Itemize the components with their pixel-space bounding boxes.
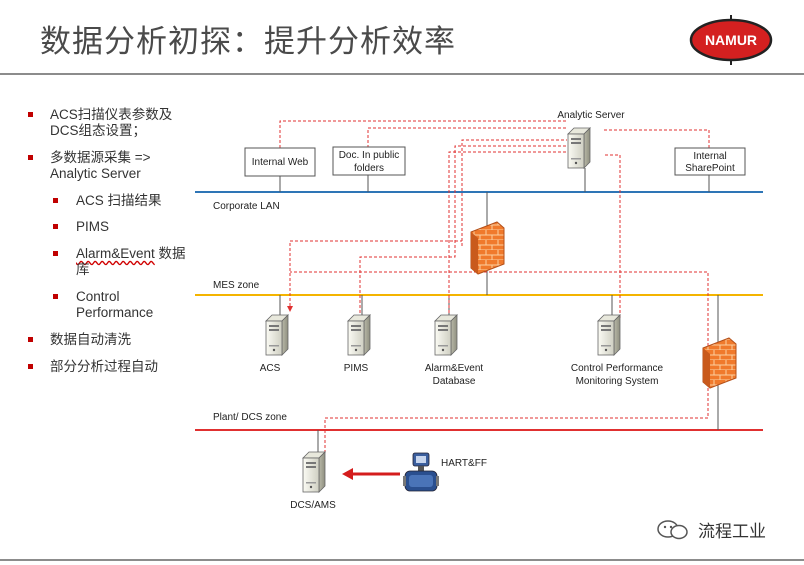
cpms-label: Control Performance bbox=[571, 363, 664, 374]
alarm-event-label: Database bbox=[433, 376, 476, 387]
dcs-server-icon bbox=[302, 451, 326, 493]
namur-logo bbox=[689, 15, 773, 65]
bullet-item: 数据自动清洗 bbox=[28, 332, 131, 348]
sub-bullet-item: PIMS bbox=[53, 219, 109, 235]
internal-web-box bbox=[244, 147, 316, 177]
solid-connectors bbox=[279, 168, 719, 455]
bullet-text: Alarm&Event bbox=[76, 246, 155, 261]
doc-folders-box bbox=[332, 146, 406, 176]
bullet-marker bbox=[28, 337, 33, 342]
bullet-text: Performance bbox=[76, 305, 154, 320]
pims-label: PIMS bbox=[344, 363, 369, 374]
bullet-text: DCS组态设置； bbox=[50, 123, 147, 138]
bullet-marker bbox=[53, 251, 58, 256]
corporate-lan-label: Corporate LAN bbox=[213, 201, 280, 212]
doc-folders-label: folders bbox=[354, 163, 384, 174]
mes-zone-label: MES zone bbox=[213, 280, 260, 291]
sub-bullet-item: ACS 扫描结果 bbox=[53, 193, 162, 209]
firewall-icon bbox=[702, 337, 737, 389]
bullet-item: 多数据源采集 => Analytic Server bbox=[28, 150, 151, 182]
cpms-server-icon bbox=[597, 314, 621, 356]
header-divider bbox=[0, 73, 804, 75]
bullet-marker bbox=[53, 224, 58, 229]
hart-ff-label: HART&FF bbox=[441, 458, 487, 469]
bullet-text: 数据自动清洗 bbox=[50, 332, 131, 347]
sub-bullet-item: Alarm&Event 数据 库 bbox=[53, 246, 186, 278]
bullet-marker bbox=[28, 112, 33, 117]
namur-logo-text: NAMUR bbox=[704, 32, 758, 48]
bullet-marker bbox=[53, 294, 58, 299]
acs-arrowhead bbox=[287, 306, 293, 312]
bullet-text: 多数据源采集 => bbox=[50, 150, 151, 165]
bullet-list: ACS扫描仪表参数及 DCS组态设置； 多数据源采集 => Analytic S… bbox=[0, 0, 200, 400]
bullet-item: ACS扫描仪表参数及 DCS组态设置； bbox=[28, 107, 172, 139]
analytic-server-label: Analytic Server bbox=[557, 110, 625, 121]
bullet-text: 数据 bbox=[154, 246, 186, 261]
analytic-server-icon bbox=[567, 127, 591, 169]
bullet-text: Analytic Server bbox=[50, 166, 141, 181]
pims-server-icon bbox=[347, 314, 371, 356]
sharepoint-label: SharePoint bbox=[685, 163, 735, 174]
bullet-text: Control bbox=[76, 289, 120, 304]
bullet-marker bbox=[28, 364, 33, 369]
alarm-event-server-icon bbox=[434, 314, 458, 356]
bullet-item: 部分分析过程自动 bbox=[28, 359, 158, 375]
wechat-icon bbox=[657, 520, 688, 540]
dcs-label: DCS/AMS bbox=[290, 500, 336, 511]
bullet-text: 库 bbox=[76, 262, 90, 277]
bullet-marker bbox=[53, 198, 58, 203]
bullet-marker bbox=[28, 155, 33, 160]
cpms-label: Monitoring System bbox=[576, 376, 659, 387]
acs-label: ACS bbox=[260, 363, 281, 374]
footer-divider bbox=[0, 559, 804, 561]
page-title: 数据分析初探：提升分析效率 bbox=[40, 24, 456, 60]
internal-web-label: Internal Web bbox=[252, 157, 309, 168]
bullet-text: PIMS bbox=[76, 219, 110, 234]
watermark-text: 流程工业 bbox=[698, 522, 766, 542]
sharepoint-box bbox=[674, 147, 746, 176]
hart-to-dcs-arrowhead bbox=[342, 468, 353, 480]
transmitter-icon bbox=[403, 452, 439, 492]
sub-bullet-item: Control Performance bbox=[53, 289, 153, 321]
doc-folders-label: Doc. In public bbox=[339, 150, 400, 161]
firewall-icon bbox=[470, 221, 505, 275]
dashed-data-flows bbox=[279, 120, 710, 455]
bullet-text: ACS扫描仪表参数及 bbox=[50, 107, 173, 122]
plant-zone-label: Plant/ DCS zone bbox=[213, 412, 287, 423]
acs-server-icon bbox=[265, 314, 289, 356]
alarm-event-label: Alarm&Event bbox=[425, 363, 484, 374]
bullet-text: 部分分析过程自动 bbox=[50, 359, 158, 374]
sharepoint-label: Internal bbox=[693, 151, 726, 162]
bullet-text: ACS 扫描结果 bbox=[76, 193, 162, 208]
